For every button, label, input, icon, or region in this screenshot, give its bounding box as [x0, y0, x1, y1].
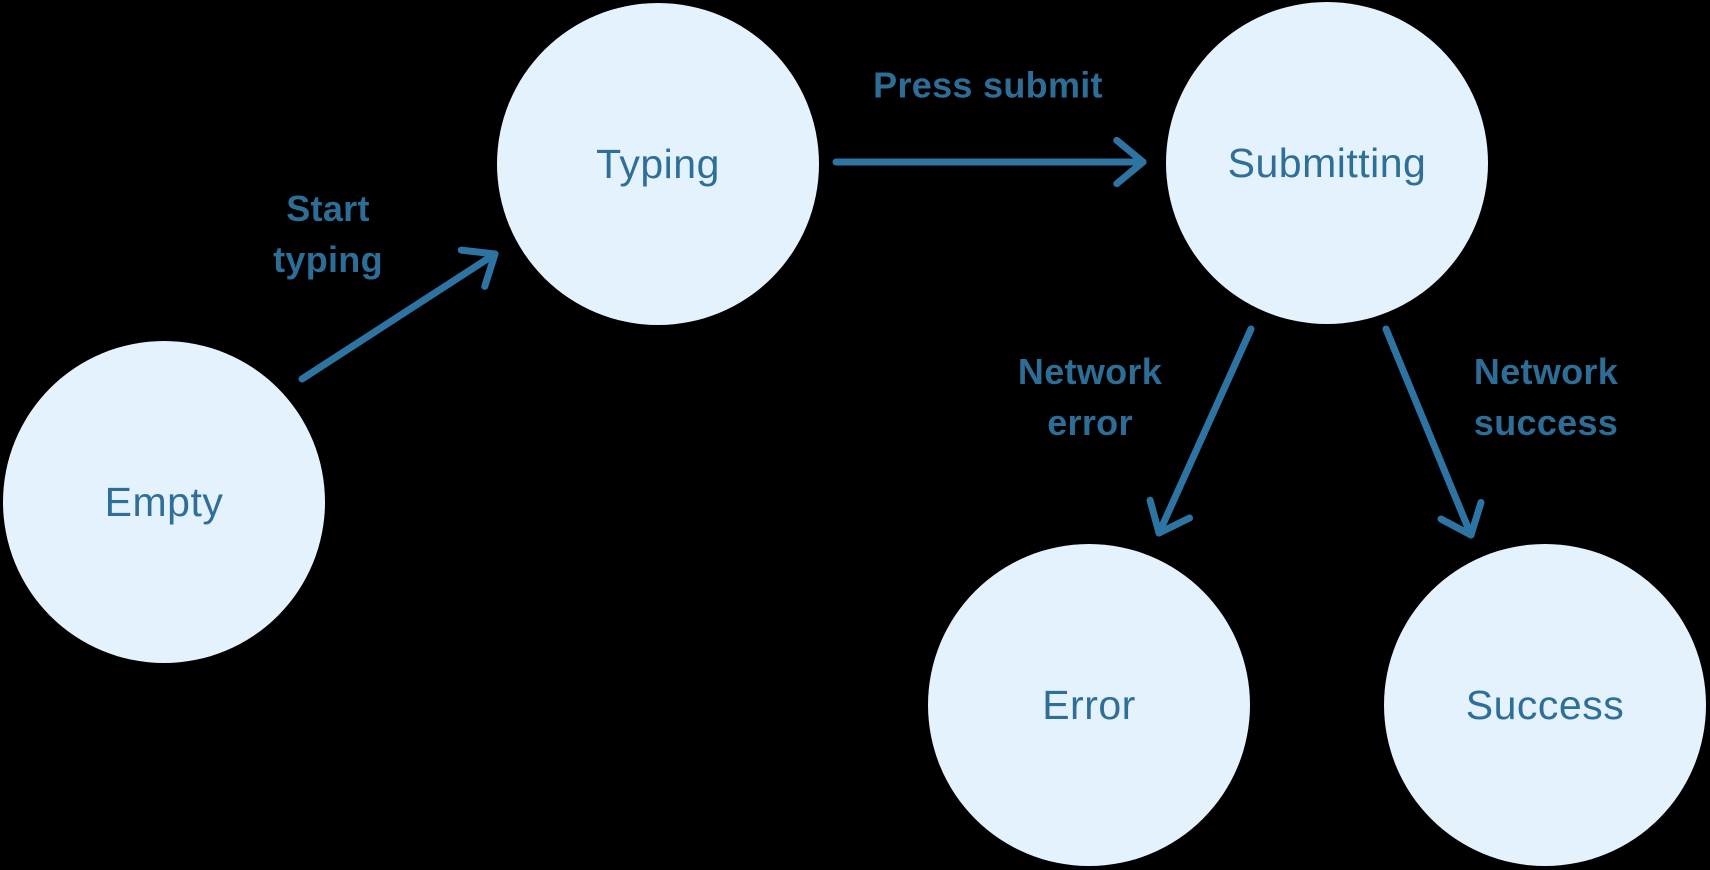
edge-label-line: success — [1473, 402, 1619, 443]
state-node-error: Error — [928, 544, 1250, 866]
state-node-label: Success — [1465, 681, 1625, 728]
state-node-label: Submitting — [1227, 139, 1427, 186]
edge-network-success-arrowhead-icon — [1437, 499, 1485, 539]
edge-label-line: Network — [1017, 351, 1163, 392]
edge-network-error-arrow — [1155, 325, 1255, 537]
edge-label-start-typing: Start typing — [273, 183, 383, 285]
edge-label-line: Network — [1473, 351, 1619, 392]
state-node-label: Error — [1042, 681, 1136, 728]
state-node-submitting: Submitting — [1166, 2, 1488, 324]
edge-label-line: Press submit — [873, 64, 1103, 106]
edge-network-error-arrowhead-icon — [1146, 496, 1194, 537]
state-node-success: Success — [1384, 544, 1706, 866]
edge-network-success-arrow — [1382, 325, 1475, 539]
state-node-label: Typing — [596, 140, 720, 187]
edge-label-network-success: Network success — [1474, 346, 1618, 448]
edge-press-submit-arrowhead-icon — [1113, 136, 1147, 188]
edge-label-line: error — [1047, 402, 1133, 443]
state-node-empty: Empty — [3, 341, 325, 663]
edge-start-typing-arrow — [298, 250, 499, 383]
edge-label-network-error: Network error — [1018, 346, 1162, 448]
edge-start-typing-arrowhead-icon — [457, 246, 499, 290]
edge-label-line: Start — [286, 188, 370, 229]
edge-label-line: typing — [273, 239, 383, 280]
state-node-typing: Typing — [497, 3, 819, 325]
state-node-label: Empty — [104, 478, 224, 525]
edge-label-press-submit: Press submit — [873, 60, 1103, 111]
